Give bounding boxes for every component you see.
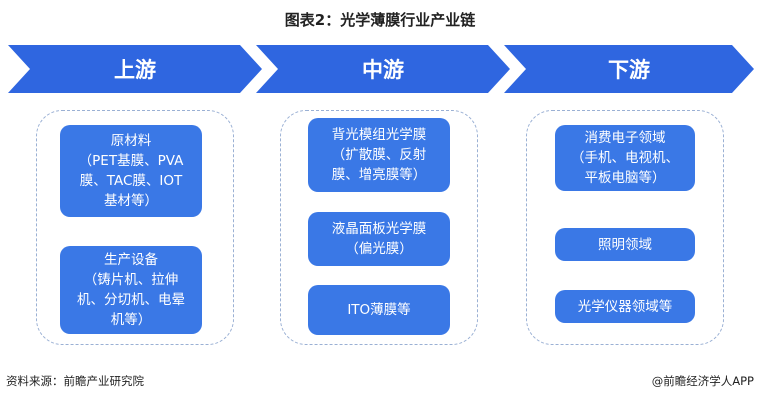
upstream-item-raw-materials: 原材料 （PET基膜、PVA膜、TAC膜、IOT基材等）: [60, 125, 202, 217]
downstream-item-consumer-electronics: 消费电子领域 （手机、电视机、平板电脑等）: [555, 125, 695, 191]
downstream-item-lighting: 照明领域: [555, 228, 695, 261]
downstream-group: [526, 110, 724, 345]
midstream-group: [280, 110, 478, 345]
midstream-item-backlight-film: 背光模组光学膜 （扩散膜、反射膜、增亮膜等）: [308, 118, 450, 192]
upstream-item-equipment: 生产设备 （铸片机、拉伸机、分切机、电晕机等）: [60, 246, 202, 334]
downstream-item-optical-instruments: 光学仪器领域等: [555, 290, 695, 323]
credit-note: @前瞻经济学人APP: [651, 374, 754, 388]
stage-midstream-header: 中游: [256, 45, 510, 93]
source-note: 资料来源：前瞻产业研究院: [6, 374, 144, 388]
midstream-item-ito-film: ITO薄膜等: [308, 285, 450, 335]
stage-downstream-header: 下游: [504, 45, 754, 93]
upstream-group: [36, 110, 234, 345]
stage-upstream-header: 上游: [8, 45, 262, 93]
chart-title: 图表2：光学薄膜行业产业链: [284, 11, 476, 29]
midstream-item-lcd-film: 液晶面板光学膜 （偏光膜）: [308, 212, 450, 266]
